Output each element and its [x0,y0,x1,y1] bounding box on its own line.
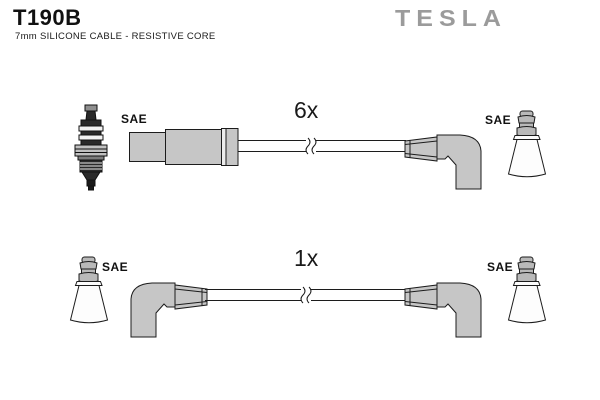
cable-break-icon [300,286,312,304]
product-description: 7mm SILICONE CABLE - RESISTIVE CORE [15,31,216,42]
angled-boot-icon [130,282,208,338]
sae-label: SAE [487,260,514,274]
straight-boot-icon [129,128,239,166]
distributor-terminal-icon [69,256,109,324]
sae-label: SAE [485,113,512,127]
sae-label: SAE [121,112,148,126]
distributor-terminal-icon [507,110,547,178]
cable-break-icon [305,137,317,155]
quantity-label: 6x [294,97,319,123]
spark-plug-icon [74,104,108,191]
angled-boot-icon [404,282,482,338]
sae-label: SAE [102,260,129,274]
tesla-logo: TESLA [395,6,507,32]
page-title: T190B [13,5,82,30]
cable-line-icon [238,137,406,155]
cable-line-icon [205,286,406,304]
quantity-label: 1x [294,245,319,271]
angled-boot-icon [404,134,482,190]
distributor-terminal-icon [507,256,547,324]
